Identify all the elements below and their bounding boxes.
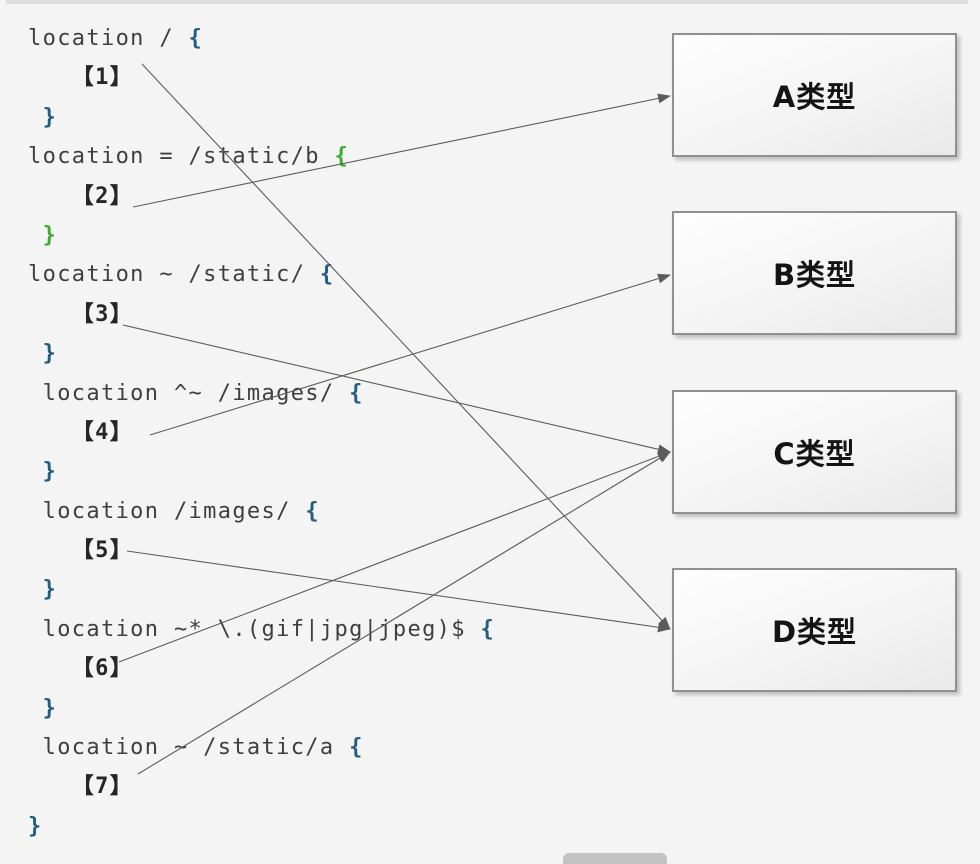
type-box-d: D类型 (672, 568, 957, 692)
code-brace: } (42, 104, 58, 130)
code-text (28, 184, 72, 209)
type-box-a-label: A类型 (772, 80, 857, 114)
code-line: } (28, 98, 495, 137)
code-text (28, 223, 43, 248)
code-brace: } (42, 695, 58, 721)
order-marker: 【1】 (71, 65, 134, 91)
order-marker: 【4】 (71, 419, 134, 445)
code-line: 【1】 (28, 58, 495, 97)
code-text: location = /static/b (28, 144, 335, 170)
code-brace: } (42, 341, 58, 367)
code-line: location = /static/b { (28, 137, 495, 176)
code-text: location ~* \.(gif|jpg|jpeg)$ (28, 616, 481, 642)
code-line: 【3】 (28, 295, 495, 334)
type-box-c-label: C类型 (773, 437, 856, 471)
code-brace: { (334, 144, 350, 170)
horizontal-scrollbar-thumb[interactable] (563, 853, 667, 864)
code-text (28, 774, 72, 799)
code-brace: } (42, 577, 58, 603)
type-box-b: B类型 (672, 211, 957, 335)
code-line: } (28, 689, 495, 728)
code-line: } (28, 216, 495, 255)
code-line: 【5】 (28, 531, 495, 570)
code-text (28, 302, 72, 327)
order-marker: 【3】 (71, 301, 134, 327)
code-line: } (28, 452, 495, 491)
code-brace: } (42, 222, 58, 248)
order-marker: 【7】 (71, 774, 134, 800)
order-marker: 【2】 (71, 183, 134, 209)
code-brace: { (349, 735, 364, 761)
code-brace: { (319, 262, 335, 288)
code-line: } (28, 334, 495, 373)
code-line: 【7】 (28, 767, 495, 806)
code-block: location / { 【1】 } location = /static/b {… (28, 19, 495, 846)
top-edge-strip (6, 0, 968, 4)
code-line: location /images/ { (28, 492, 495, 531)
code-text: location ~ /static/ (28, 262, 320, 288)
code-line: } (28, 570, 495, 609)
code-text: location / (28, 26, 189, 51)
code-text (28, 341, 43, 366)
order-marker: 【5】 (71, 538, 134, 564)
code-text: location ~ /static/a (28, 735, 350, 761)
code-line: } (28, 807, 495, 846)
order-marker: 【6】 (71, 656, 134, 682)
code-text (28, 577, 43, 602)
code-line: location / { (28, 19, 495, 58)
code-brace: { (305, 498, 320, 524)
code-text (28, 65, 72, 90)
code-brace: } (28, 813, 43, 839)
code-text (28, 105, 43, 130)
code-line: location ~ /static/a { (28, 728, 495, 767)
code-text (28, 656, 72, 681)
code-text (28, 696, 43, 721)
code-brace: { (188, 26, 204, 51)
type-box-a: A类型 (672, 33, 957, 157)
code-brace: { (480, 616, 496, 642)
code-line: location ~ /static/ { (28, 255, 495, 294)
type-box-d-label: D类型 (771, 615, 858, 649)
code-text (28, 459, 43, 484)
code-text (28, 420, 72, 445)
code-line: location ^~ /images/ { (28, 374, 495, 413)
code-text: location ^~ /images/ (28, 380, 350, 406)
code-line: location ~* \.(gif|jpg|jpeg)$ { (28, 610, 495, 649)
type-box-c: C类型 (672, 390, 957, 514)
code-line: 【4】 (28, 413, 495, 452)
code-line: 【6】 (28, 649, 495, 688)
code-brace: { (349, 380, 364, 406)
type-box-b-label: B类型 (772, 258, 857, 292)
code-line: 【2】 (28, 177, 495, 216)
code-brace: } (42, 459, 58, 485)
code-text: location /images/ (28, 498, 306, 524)
code-text (28, 538, 72, 563)
